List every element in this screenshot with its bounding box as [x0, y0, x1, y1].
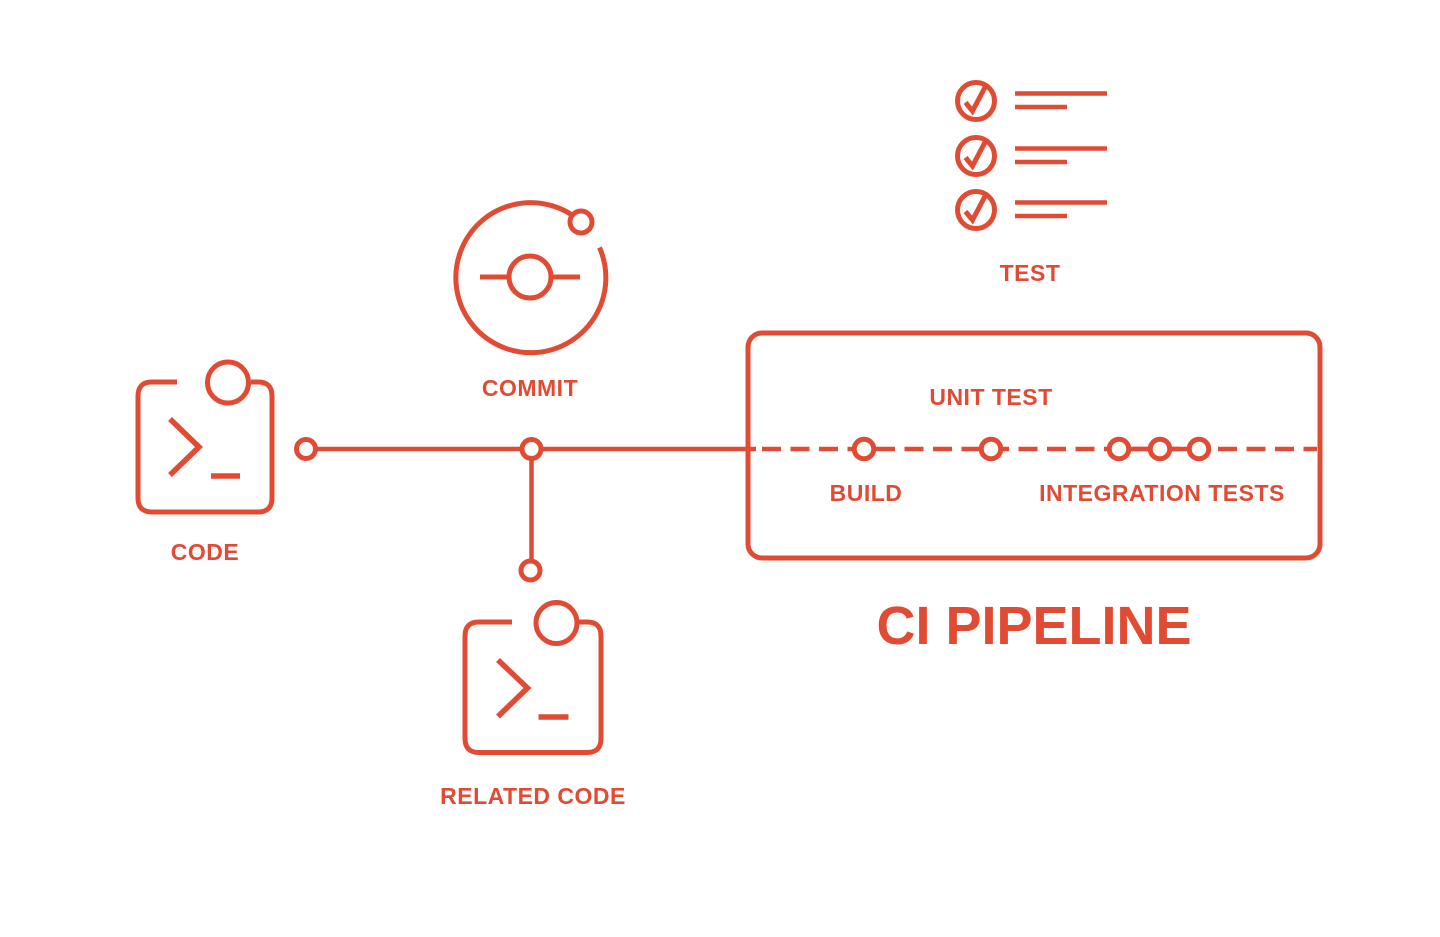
build-label: BUILD [829, 480, 903, 506]
check-circle-icon [955, 135, 997, 177]
checkmark-icon [963, 82, 990, 116]
checklist-row-2 [955, 135, 1107, 177]
build-node [851, 436, 877, 462]
checklist-row-1 [955, 80, 1107, 122]
check-circle-icon [955, 80, 997, 122]
commit-satellite-circle [567, 208, 595, 236]
pipeline-box [745, 330, 1323, 561]
flow-lines [294, 437, 756, 583]
check-circle-icon [955, 189, 997, 231]
checkmark-icon [963, 191, 990, 225]
commit-node-circle [506, 253, 554, 301]
code-pin-circle [205, 359, 251, 406]
commit-icon [453, 200, 609, 356]
test-checklist-icon [955, 80, 1107, 231]
branch-end-node [518, 558, 543, 583]
code-icon [135, 359, 275, 515]
checklist-row-3 [955, 189, 1107, 231]
related-code-frame [462, 619, 604, 755]
integration-node-1 [1106, 436, 1132, 462]
test-label: TEST [999, 260, 1061, 286]
related-code-label: RELATED CODE [440, 783, 626, 809]
unit-test-node [978, 436, 1004, 462]
related-terminal-chevron-icon [496, 658, 532, 719]
branch-junction-node [519, 437, 544, 461]
related-code-pin-circle [533, 600, 580, 646]
pipeline-title: CI PIPELINE [876, 596, 1192, 656]
terminal-chevron-icon [168, 417, 203, 477]
code-label: CODE [170, 539, 240, 565]
commit-label: COMMIT [481, 375, 579, 401]
integration-node-2 [1147, 436, 1173, 462]
commit-orbit-arc [453, 200, 609, 356]
unit-test-label: UNIT TEST [929, 384, 1053, 410]
pipeline-box-group [745, 330, 1323, 561]
integration-node-3 [1186, 436, 1212, 462]
related-code-icon [462, 600, 604, 755]
code-frame [135, 379, 275, 515]
checkmark-icon [963, 137, 990, 171]
line-start-node [294, 437, 318, 461]
integration-tests-label: INTEGRATION TESTS [1039, 480, 1285, 506]
